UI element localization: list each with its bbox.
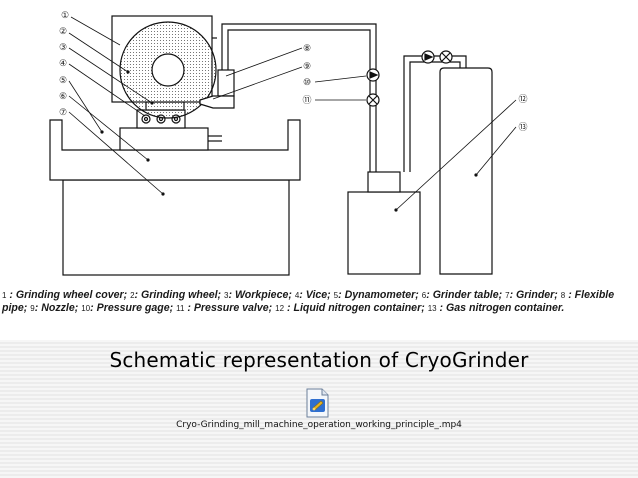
callout-9: ⑨ — [303, 61, 311, 71]
legend-label-5: Dynamometer; — [344, 289, 419, 301]
callout-12: ⑫ — [518, 94, 527, 104]
callout-11: ⑪ — [302, 95, 311, 105]
legend-label-13: Gas nitrogen container. — [446, 302, 565, 314]
callout-7: ⑦ — [59, 107, 67, 117]
legend-label-9: Nozzle; — [41, 302, 79, 314]
legend-key-13: 13 — [427, 304, 437, 313]
slide-title: Schematic representation of CryoGrinder — [109, 348, 529, 372]
callout-3: ③ — [59, 42, 67, 52]
legend-key-1: 1 — [2, 291, 7, 300]
legend-label-11: Pressure valve; — [193, 302, 273, 314]
callout-1: ① — [61, 10, 69, 20]
legend-key-3: 3 — [224, 291, 229, 300]
cryogrinder-schematic: ① ② ③ ④ ⑤ ⑥ ⑦ ⑧ ⑨ ⑩ ⑪ ⑫ ⑬ — [49, 10, 528, 276]
attachment-filename[interactable]: Cryo-Grinding_mill_machine_operation_wor… — [176, 420, 462, 430]
callout-8: ⑧ — [303, 43, 311, 53]
legend-key-10: 10 — [81, 304, 91, 313]
legend-key-7: 7 — [505, 291, 510, 300]
gas-nitrogen-container — [439, 67, 493, 275]
leader-lines — [68, 16, 517, 211]
legend-key-9: 9 — [30, 304, 35, 313]
legend-label-3: Workpiece; — [234, 289, 292, 301]
legend-key-6: 6 — [421, 291, 427, 300]
legend-key-8: 8 — [560, 291, 566, 300]
dynamometer — [119, 127, 209, 151]
liquid-nitrogen-container — [347, 191, 421, 275]
legend-key-2: 2 — [130, 291, 135, 300]
legend-label-6: Grinder table; — [432, 289, 503, 301]
callout-13: ⑬ — [518, 122, 527, 132]
diagram-legend: 1 : Grinding wheel cover; 2: Grinding wh… — [2, 289, 615, 314]
callout-4: ④ — [59, 58, 67, 68]
legend-label-7: Grinder; — [516, 289, 558, 301]
callout-2: ② — [59, 26, 67, 36]
legend-label-12: Liquid nitrogen container; — [293, 302, 425, 314]
legend-label-2: Grinding wheel; — [141, 289, 222, 301]
leader-dots — [100, 70, 478, 212]
video-file-icon[interactable] — [303, 388, 331, 418]
legend-key-4: 4 — [294, 291, 300, 300]
legend-label-4: Vice; — [305, 289, 331, 301]
legend-label-1: Grinding wheel cover; — [15, 289, 128, 301]
legend-key-11: 11 — [176, 304, 185, 313]
callout-5: ⑤ — [59, 75, 67, 85]
legend-label-10: Pressure gage; — [96, 302, 174, 314]
legend-key-12: 12 — [275, 304, 285, 313]
legend-label-8: Flexible pipe; — [2, 289, 615, 314]
nozzle — [199, 95, 235, 109]
grinder-body — [62, 179, 290, 276]
callout-10: ⑩ — [303, 77, 311, 87]
legend-key-5: 5 — [333, 291, 339, 300]
callout-6: ⑥ — [59, 91, 67, 101]
